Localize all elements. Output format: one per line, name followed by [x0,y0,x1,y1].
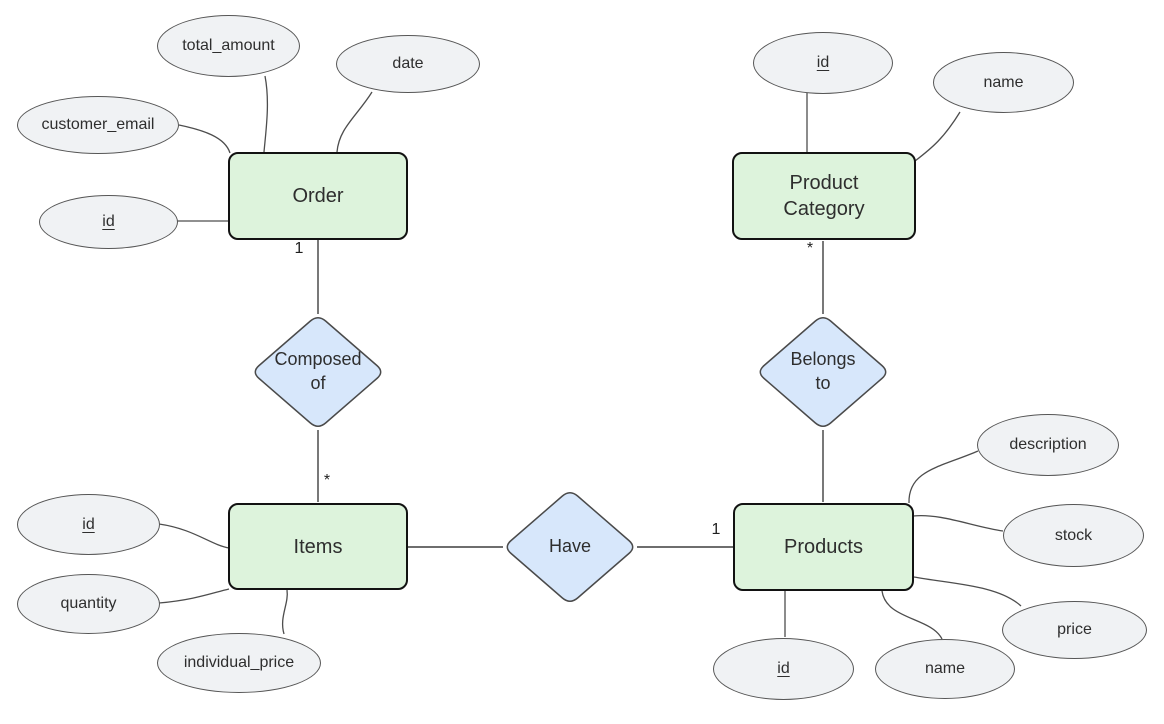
wire-items-id [158,523,230,549]
entity-order-label: Order [292,185,344,207]
entity-order: Order [228,152,408,240]
entity-products-label: Products [784,536,863,558]
cardinality-composed-of-items: * [323,472,331,489]
relationship-composed-of-shape [254,317,382,427]
entity-product-category-label: Product Category [783,172,865,220]
wire-order-total-amount [263,75,269,153]
relationship-composed-of-label: Composed of [274,349,362,393]
attribute-items-quantity: quantity [17,574,160,634]
attribute-order-date: date [336,35,480,93]
attribute-products-description: description [977,414,1119,476]
relationship-have-label: Have [548,536,592,557]
attribute-products-price: price [1002,601,1147,659]
attribute-product-category-id: id [753,32,893,94]
wire-items-quantity [158,588,230,604]
attribute-order-total-amount: total_amount [157,15,300,77]
wire-items-individual-price [281,589,288,635]
cardinality-product-category-belongs-to: * [806,240,814,257]
attribute-products-stock: stock [1003,504,1144,567]
relationship-belongs-to-label: Belongs to [790,349,856,393]
wire-products-price [913,576,1022,607]
wire-products-stock [912,514,1004,532]
entity-items: Items [228,503,408,590]
cardinality-order-composed-of: 1 [294,240,304,257]
relationship-have-shape [506,492,634,602]
wire-product-category-name [914,111,961,162]
attribute-items-individual-price: individual_price [157,633,321,693]
attribute-products-id: id [713,638,854,700]
cardinality-have-products: 1 [711,521,721,538]
relationship-belongs-to-shape [759,317,887,427]
entity-product-category: Product Category [732,152,916,240]
wire-order-date [336,91,373,153]
attribute-product-category-name: name [933,52,1074,113]
entity-products: Products [733,503,914,591]
attribute-items-id: id [17,494,160,555]
wire-products-description [908,450,979,504]
wire-order-customer-email [178,124,231,154]
entity-items-label: Items [293,535,343,558]
attribute-products-name: name [875,639,1015,699]
wire-products-name [881,590,943,640]
attribute-order-customer-email: customer_email [17,96,179,154]
attribute-order-id: id [39,195,178,249]
